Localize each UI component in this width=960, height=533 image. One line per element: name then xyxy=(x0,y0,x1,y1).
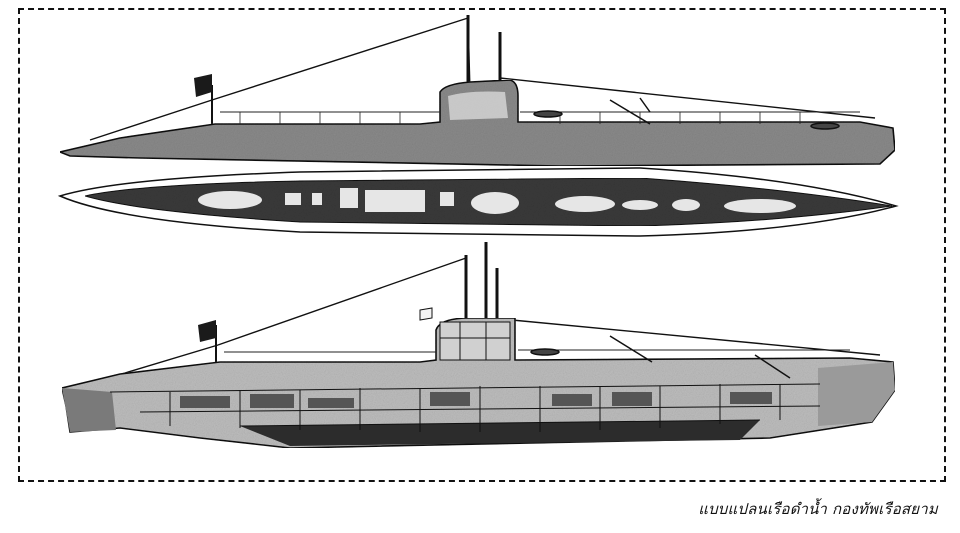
flag-icon-cutaway xyxy=(198,320,217,362)
stern-section xyxy=(62,388,116,432)
internal-compartments xyxy=(109,383,821,432)
bow-section xyxy=(818,362,895,426)
keel xyxy=(240,420,760,446)
deck-gun xyxy=(533,97,840,130)
conning-tower-cutaway xyxy=(439,321,511,361)
deck-fittings xyxy=(198,188,796,214)
deck-gun-cutaway xyxy=(530,335,791,379)
flag-icon xyxy=(194,74,213,126)
engine-machinery xyxy=(180,392,772,408)
caption: แบบแปลนเรือดำน้ำ กองทัพเรือสยาม xyxy=(698,500,938,518)
hull-cutaway xyxy=(61,317,896,449)
cutaway-profile-view xyxy=(61,242,896,449)
pennant-icon xyxy=(419,307,433,321)
top-plan-view xyxy=(57,167,899,237)
hull-side xyxy=(57,79,896,167)
periscope-masts xyxy=(466,15,502,90)
deck-railing-cutaway xyxy=(224,349,850,353)
side-profile-view xyxy=(57,15,896,167)
dashed-frame xyxy=(18,8,946,482)
conning-tower xyxy=(448,91,508,120)
